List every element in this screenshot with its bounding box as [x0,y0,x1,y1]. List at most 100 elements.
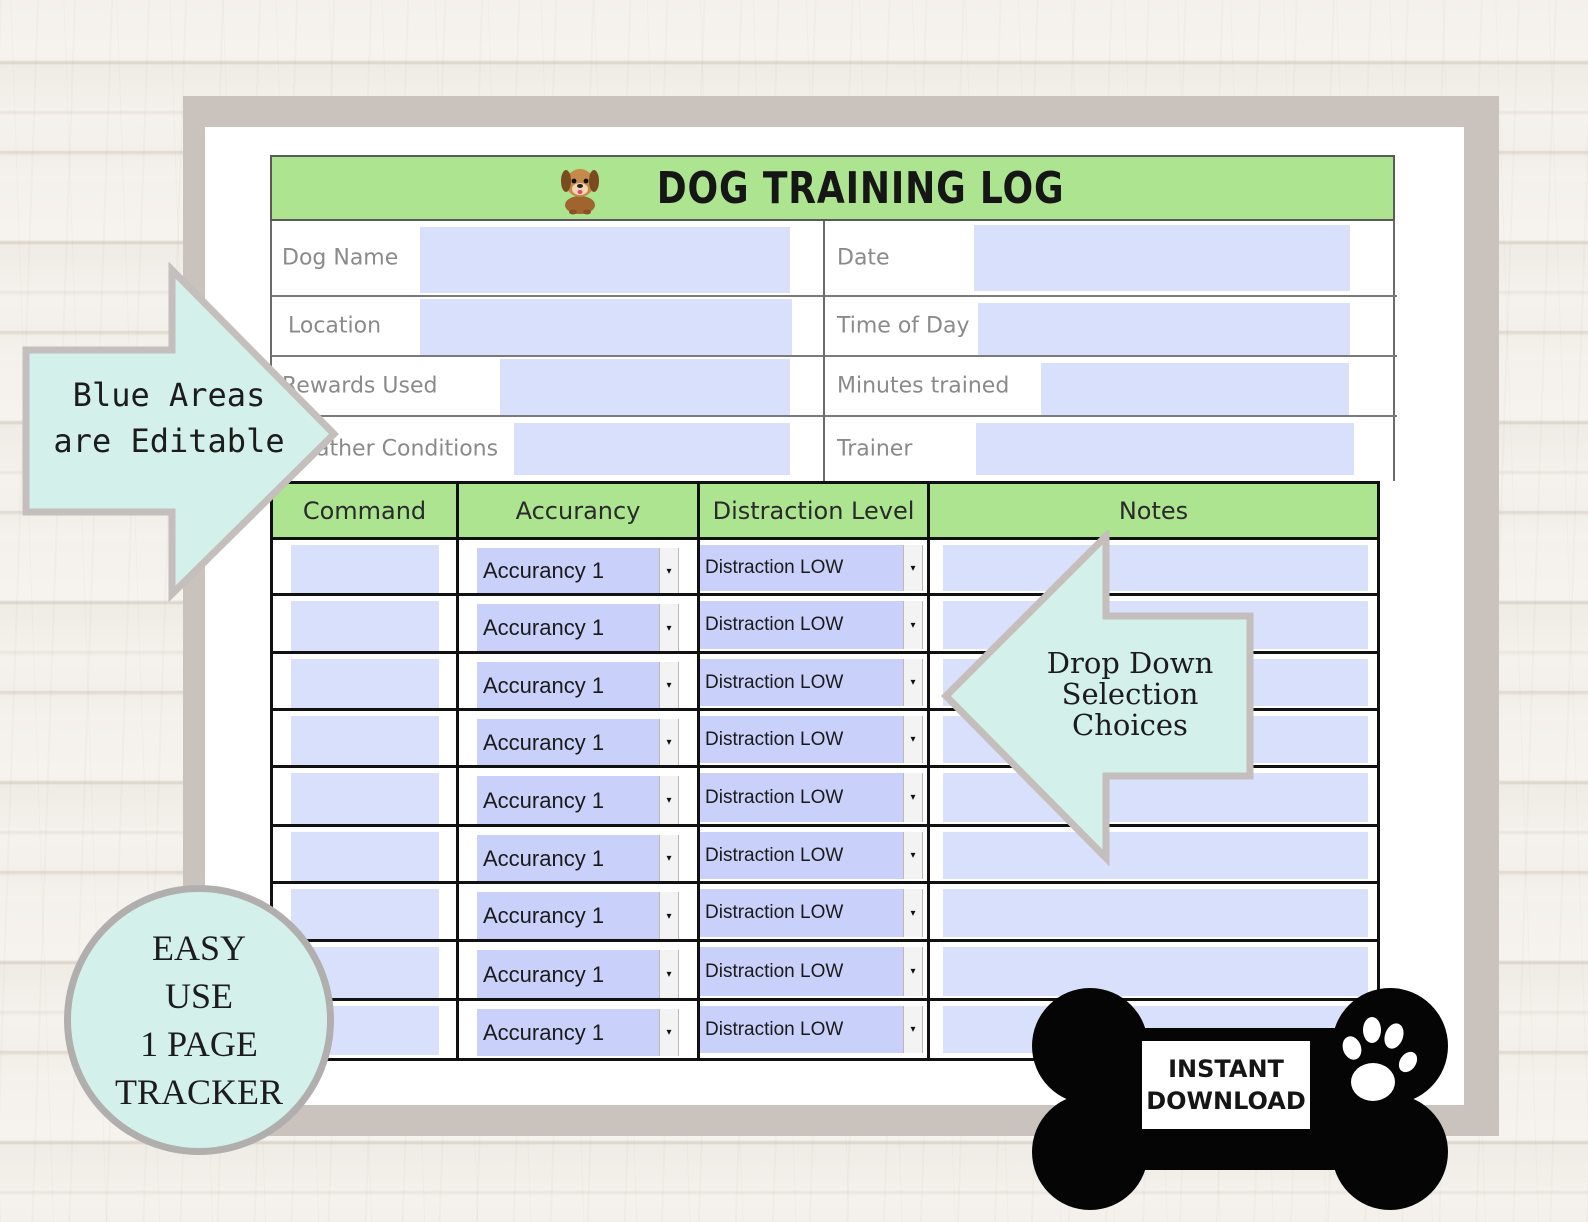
callout-line: are Editable [53,422,285,460]
accuracy-value: Accurancy 1 [483,672,605,698]
dropdown-arrow-icon[interactable]: ▾ [659,835,679,882]
dog-name-field[interactable] [420,227,790,293]
location-field[interactable] [420,299,792,355]
command-field[interactable] [291,832,439,881]
rewards-used-field[interactable] [500,359,790,415]
dropdown-arrow-icon[interactable]: ▾ [903,832,923,879]
dropdown-arrow-icon[interactable]: ▾ [903,889,923,937]
weather-conditions-field[interactable] [514,423,790,475]
distraction-dropdown[interactable]: Distraction LOW ▾ [699,545,923,591]
drop-down-callout: Drop Down Selection Choices [1020,648,1240,741]
distraction-value: Distraction LOW [705,786,844,808]
minutes-trained-field[interactable] [1041,363,1349,415]
row-divider [273,998,1377,1001]
dropdown-arrow-icon[interactable]: ▾ [659,1009,679,1056]
notes-field[interactable] [943,889,1368,937]
dropdown-arrow-icon[interactable]: ▾ [659,604,679,652]
distraction-dropdown[interactable]: Distraction LOW▾ [699,659,923,706]
table-row: Accurancy 1 ▾ Distraction LOW ▾ [273,942,1377,1001]
header-accuracy: Accurancy [515,496,641,525]
title-bar: DOG TRAINING LOG [270,155,1395,221]
dropdown-arrow-icon[interactable]: ▾ [903,716,923,763]
accuracy-dropdown[interactable]: Accurancy 1 ▾ [477,950,679,999]
rewards-used-label: Rewards Used [282,373,438,399]
distraction-value: Distraction LOW [705,557,844,578]
notes-field[interactable] [943,773,1368,822]
dropdown-arrow-icon[interactable]: ▾ [903,1006,923,1053]
distraction-dropdown[interactable]: Distraction LOW▾ [699,1006,923,1053]
accuracy-value: Accurancy 1 [483,615,605,640]
dog-name-label: Dog Name [282,245,399,271]
accuracy-dropdown[interactable]: Accurancy 1▾ [477,1009,679,1056]
callout-line: Choices [1072,708,1188,742]
accuracy-dropdown[interactable]: Accurancy 1▾ [477,835,679,882]
row-divider [273,593,1377,596]
dropdown-arrow-icon[interactable]: ▾ [659,662,679,709]
info-divider [823,221,825,481]
distraction-dropdown[interactable]: Distraction LOW ▾ [699,947,923,996]
command-field[interactable] [291,659,439,708]
command-field[interactable] [291,773,439,824]
time-of-day-field[interactable] [978,303,1350,355]
blue-areas-arrow [22,262,339,602]
dropdown-arrow-icon[interactable]: ▾ [903,659,923,706]
distraction-value: Distraction LOW [705,902,844,923]
dropdown-arrow-icon[interactable]: ▾ [903,773,923,822]
callout-line: Blue Areas [72,376,266,414]
distraction-value: Distraction LOW [705,960,844,982]
blue-areas-callout: Blue Areas are Editable [44,372,294,464]
distraction-dropdown[interactable]: Distraction LOW ▾ [699,889,923,937]
dropdown-arrow-icon[interactable]: ▾ [659,548,679,594]
accuracy-value: Accurancy 1 [483,729,605,755]
accuracy-value: Accurancy 1 [483,961,605,987]
accuracy-dropdown[interactable]: Accurancy 1▾ [477,548,679,594]
distraction-value: Distraction LOW [705,614,844,635]
callout-line: EASY [151,928,246,968]
instant-download-badge: INSTANT DOWNLOAD [1030,988,1450,1210]
accuracy-dropdown[interactable]: Accurancy 1▾ [477,892,679,940]
dropdown-arrow-icon[interactable]: ▾ [659,950,679,999]
dropdown-arrow-icon[interactable]: ▾ [659,892,679,940]
command-field[interactable] [291,889,439,939]
header-notes: Notes [1118,496,1189,525]
command-field[interactable] [291,716,439,765]
location-label: Location [288,313,382,339]
trainer-field[interactable] [976,423,1354,475]
dropdown-arrow-icon[interactable]: ▾ [659,719,679,766]
notes-field[interactable] [943,832,1368,879]
distraction-dropdown[interactable]: Distraction LOW ▾ [699,601,923,649]
accuracy-dropdown[interactable]: Accurancy 1 ▾ [477,719,679,766]
accuracy-dropdown[interactable]: Accurancy 1 ▾ [477,776,679,825]
command-field[interactable] [291,545,439,593]
accuracy-dropdown[interactable]: Accurancy 1 ▾ [477,604,679,652]
accuracy-dropdown[interactable]: Accurancy 1 ▾ [477,662,679,709]
distraction-dropdown[interactable]: Distraction LOW▾ [699,716,923,763]
column-divider [456,484,459,1058]
page-title: DOG TRAINING LOG [656,162,1065,214]
dropdown-arrow-icon[interactable]: ▾ [903,601,923,649]
distraction-dropdown[interactable]: Distraction LOW ▾ [699,773,923,822]
paw-print-icon [1342,1017,1418,1101]
column-divider [697,484,700,1058]
time-of-day-label: Time of Day [837,313,970,339]
trainer-label: Trainer [837,436,913,462]
callout-line: TRACKER [114,1072,283,1112]
table-row: Accurancy 1 ▾ Distraction LOW ▾ [273,768,1377,827]
dropdown-arrow-icon[interactable]: ▾ [903,545,923,591]
dropdown-arrow-icon[interactable]: ▾ [659,776,679,825]
dog-face-icon [560,169,599,215]
distraction-dropdown[interactable]: Distraction LOW ▾ [699,832,923,879]
row-divider [273,651,1377,654]
command-field[interactable] [291,601,439,651]
dropdown-arrow-icon[interactable]: ▾ [903,947,923,996]
distraction-value: Distraction LOW [705,844,844,866]
date-field[interactable] [974,225,1350,291]
info-row: Location Time of Day [272,297,1397,357]
row-divider [273,765,1377,768]
callout-line: 1 PAGE [140,1024,258,1064]
accuracy-value: Accurancy 1 [483,787,605,813]
notes-field[interactable] [943,545,1368,591]
notes-field[interactable] [943,947,1368,996]
header-command: Command [302,496,427,525]
instant-download-label: INSTANT DOWNLOAD [1142,1041,1310,1129]
